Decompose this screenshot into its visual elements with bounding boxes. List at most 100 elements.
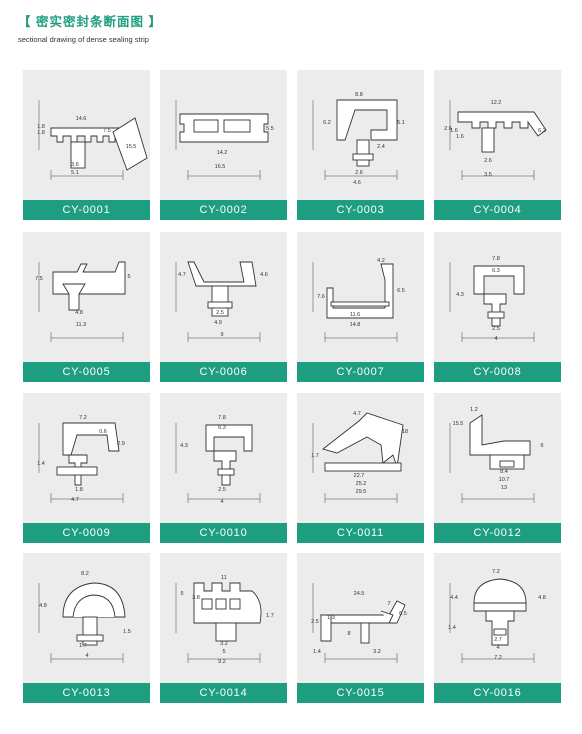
- dimension-lines: [175, 423, 261, 503]
- dimension-label: 9.2: [218, 659, 226, 665]
- product-code-label: CY-0012: [434, 523, 561, 543]
- profile-drawing: 12.22.61.61.66.22.63.5: [444, 100, 547, 180]
- dimension-label: 7.2: [494, 655, 502, 661]
- product-code-label: CY-0014: [160, 683, 287, 703]
- page-subtitle: sectional drawing of dense sealing strip: [18, 35, 149, 44]
- dimension-label: 2.5: [216, 310, 224, 316]
- dimension-label: 2.9: [117, 441, 125, 447]
- dimension-label: 1.5: [123, 629, 131, 635]
- dimension-label: 5.1: [397, 120, 405, 126]
- dimension-lines: [312, 583, 398, 663]
- dimension-label: 3.8: [192, 595, 200, 601]
- dimension-label: 6.2: [538, 128, 546, 134]
- dimension-label: 4: [220, 499, 223, 505]
- dimension-label: 1.3: [327, 615, 335, 621]
- dimension-label: 2.5: [311, 619, 319, 625]
- dimension-label: 6.3: [218, 425, 226, 431]
- dimension-lines: [38, 583, 124, 663]
- dimension-lines: [449, 262, 535, 342]
- dimension-label: 2.6: [484, 158, 492, 164]
- product-code-label: CY-0002: [160, 200, 287, 220]
- dimension-label: 7.2: [492, 569, 500, 575]
- dimension-label: 4.7: [178, 272, 186, 278]
- dimension-label: 1.4: [313, 649, 321, 655]
- dimension-label: 7.5: [35, 276, 43, 282]
- dimension-label: 4.6: [260, 272, 268, 278]
- dimension-label: 8.2: [81, 571, 89, 577]
- dimension-label: 3.2: [220, 641, 228, 647]
- dimension-lines: [449, 583, 535, 663]
- dimension-label: 0.6: [99, 429, 107, 435]
- dimension-label: 22.7: [354, 473, 365, 479]
- dimension-label: 11.6: [350, 312, 360, 318]
- dimension-label: 4.3: [180, 443, 188, 449]
- dimension-label: 4.4: [450, 595, 458, 601]
- dimension-label: 4: [85, 653, 88, 659]
- dimension-lines: [312, 423, 398, 503]
- dimension-lines: [38, 100, 124, 180]
- dimension-label: 4.2: [377, 258, 385, 264]
- product-code-label: CY-0007: [297, 362, 424, 382]
- product-code-label: CY-0011: [297, 523, 424, 543]
- profile-drawing: 14.216.55.5: [175, 100, 274, 180]
- dimension-lines: [449, 423, 535, 503]
- dimension-label: 9: [220, 332, 223, 338]
- product-code-label: CY-0010: [160, 523, 287, 543]
- product-code-label: CY-0005: [23, 362, 150, 382]
- dimension-label: 7.2: [79, 415, 87, 421]
- dimension-label: 1.7: [266, 613, 274, 619]
- dimension-label: 5.1: [71, 170, 79, 176]
- profile-drawing: 1.215.568.410.713: [449, 407, 544, 503]
- dimension-label: 7.6: [317, 294, 325, 300]
- dimension-lines: [175, 100, 261, 180]
- dimension-label: 4.9: [214, 320, 222, 326]
- dimension-label: 14.2: [217, 150, 228, 156]
- dimension-label: 6.2: [323, 120, 331, 126]
- dimension-label: 8: [347, 631, 350, 637]
- dimension-label: 25.2: [356, 481, 367, 487]
- dimension-label: 4.8: [39, 603, 47, 609]
- dimension-label: 1.2: [470, 407, 478, 413]
- profile-drawing: 7.20.62.91.41.84.7: [37, 415, 125, 503]
- dimension-label: 1.7: [311, 453, 319, 459]
- dimension-label: 5: [222, 649, 225, 655]
- dimension-label: 4.6: [353, 180, 361, 186]
- dimension-label: 2.7: [494, 637, 502, 643]
- dimension-label: 1.6: [450, 128, 458, 134]
- dimension-label: 4.7: [353, 411, 361, 417]
- product-code-label: CY-0009: [23, 523, 150, 543]
- dimension-label: 13: [501, 485, 507, 491]
- dimension-label: 4.8: [75, 310, 83, 316]
- dimension-label: 16.5: [215, 164, 226, 170]
- profile-drawing: 8.24.81.51.74: [38, 571, 131, 663]
- dimension-label: 1.8: [37, 124, 45, 130]
- dimension-label: 2.6: [444, 126, 452, 132]
- dimension-label: 1.6: [456, 134, 464, 140]
- dimension-label: 2.5: [492, 326, 500, 332]
- dimension-lines: [175, 583, 261, 663]
- product-code-label: CY-0013: [23, 683, 150, 703]
- dimension-label: 5: [127, 274, 130, 280]
- dimension-label: 8.4: [500, 469, 508, 475]
- dimension-label: 6.3: [492, 268, 500, 274]
- dimension-label: 7.8: [218, 415, 226, 421]
- dimension-label: 7.5: [103, 128, 111, 134]
- dimension-lines: [38, 423, 124, 503]
- dimension-lines: [312, 100, 398, 180]
